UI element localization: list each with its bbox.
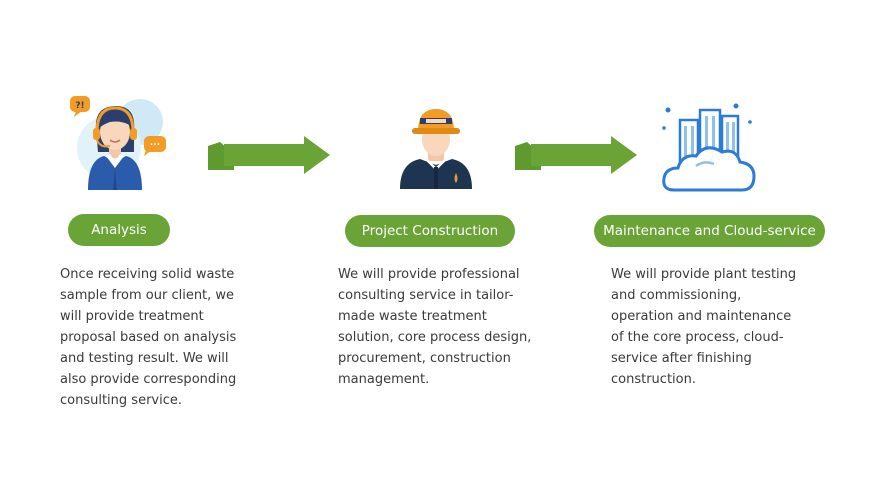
description-line: consulting service. xyxy=(60,393,182,408)
step-project-construction-label: Project Construction xyxy=(345,215,515,247)
description-line: Once receiving solid waste xyxy=(60,267,235,282)
flow-arrow-1 xyxy=(206,136,332,180)
description-line: of the core process, cloud- xyxy=(611,330,784,345)
description-line: construction. xyxy=(611,372,696,387)
description-line: operation and maintenance xyxy=(611,309,792,324)
description-line: service after finishing xyxy=(611,351,752,366)
description-line: and testing result. We will xyxy=(60,351,229,366)
description-line: and commissioning, xyxy=(611,288,742,303)
question-bubble-text: ?! xyxy=(75,101,84,111)
construction-worker-icon xyxy=(396,103,476,189)
step-analysis-label: Analysis xyxy=(68,214,170,246)
description-line: solution, core process design, xyxy=(338,330,532,345)
description-line: made waste treatment xyxy=(338,309,487,324)
step-analysis-description: Once receiving solid waste sample from o… xyxy=(60,264,236,411)
customer-service-agent-icon: ?! ... xyxy=(64,92,170,192)
description-line: sample from our client, we xyxy=(60,288,235,303)
dots-bubble-text: ... xyxy=(150,138,160,148)
step-maintenance-cloud-service-label: Maintenance and Cloud-service xyxy=(594,215,825,247)
description-line: management. xyxy=(338,372,430,387)
description-line: consulting service in tailor- xyxy=(338,288,514,303)
description-line: We will provide plant testing xyxy=(611,267,797,282)
step-maintenance-cloud-service-description: We will provide plant testing and commis… xyxy=(611,264,796,390)
flow-arrow-2 xyxy=(513,136,639,180)
description-line: We will provide professional xyxy=(338,267,520,282)
description-line: will provide treatment xyxy=(60,309,204,324)
cloud-buildings-icon xyxy=(660,102,758,194)
description-line: proposal based on analysis xyxy=(60,330,237,345)
description-line: procurement, construction xyxy=(338,351,511,366)
description-line: also provide corresponding xyxy=(60,372,237,387)
step-project-construction-description: We will provide professional consulting … xyxy=(338,264,531,390)
